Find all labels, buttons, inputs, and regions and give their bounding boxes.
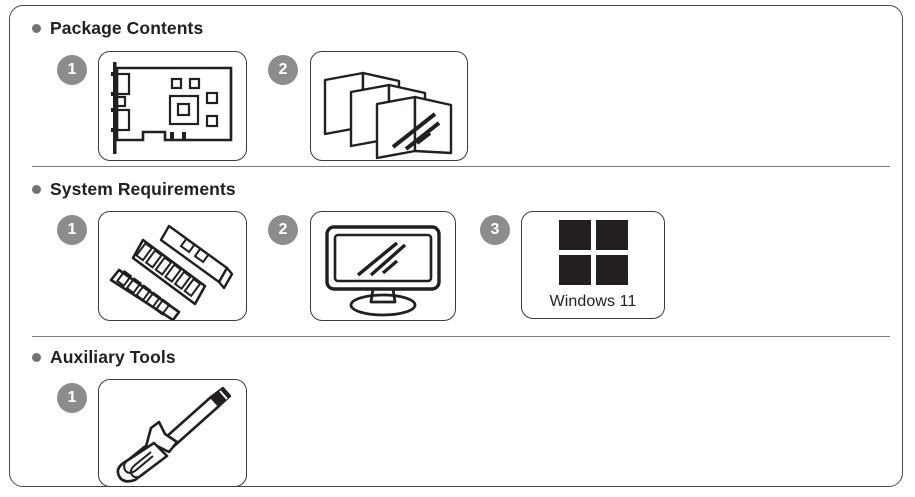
monitor-icon (325, 225, 441, 317)
section-divider (32, 166, 890, 167)
section-auxiliary-tools: Auxiliary Tools 1 (10, 336, 902, 487)
windows-square-3 (558, 255, 591, 285)
section-title: Package Contents (50, 18, 204, 38)
windows-square-4 (595, 255, 628, 285)
info-panel: Package Contents 1 (9, 5, 903, 487)
monitor-tile[interactable] (310, 211, 456, 321)
section-title: System Requirements (50, 179, 236, 199)
section-heading-system-requirements: System Requirements (32, 179, 236, 199)
windows-square-1 (558, 220, 591, 250)
windows-square-2 (595, 220, 628, 250)
graphics-card-icon (111, 62, 233, 154)
item-number-badge: 2 (268, 215, 298, 245)
screwdriver-tile[interactable] (98, 379, 247, 487)
graphics-card-tile[interactable] (98, 51, 247, 161)
manual-booklet-icon (323, 71, 453, 160)
manual-tile[interactable] (310, 51, 468, 161)
section-title: Auxiliary Tools (50, 347, 176, 367)
section-package-contents: Package Contents 1 (10, 6, 902, 166)
bullet-icon (32, 353, 41, 363)
section-system-requirements: System Requirements 1 (10, 166, 902, 336)
bullet-icon (32, 185, 41, 195)
item-number-badge: 2 (268, 55, 298, 85)
item-number-badge: 1 (57, 55, 87, 85)
section-divider (32, 336, 890, 337)
windows-tile[interactable]: Windows 11 (521, 211, 665, 319)
item-number-badge: 1 (57, 383, 87, 413)
section-heading-package-contents: Package Contents (32, 18, 204, 38)
screwdriver-icon (116, 386, 232, 483)
bullet-icon (32, 24, 41, 34)
windows-logo-icon (558, 220, 628, 285)
memory-tile[interactable] (98, 211, 247, 321)
windows-version-label: Windows 11 (549, 293, 637, 310)
memory-module-icon (109, 224, 234, 320)
item-number-badge: 1 (57, 215, 87, 245)
section-heading-auxiliary-tools: Auxiliary Tools (32, 347, 176, 367)
item-number-badge: 3 (480, 215, 510, 245)
